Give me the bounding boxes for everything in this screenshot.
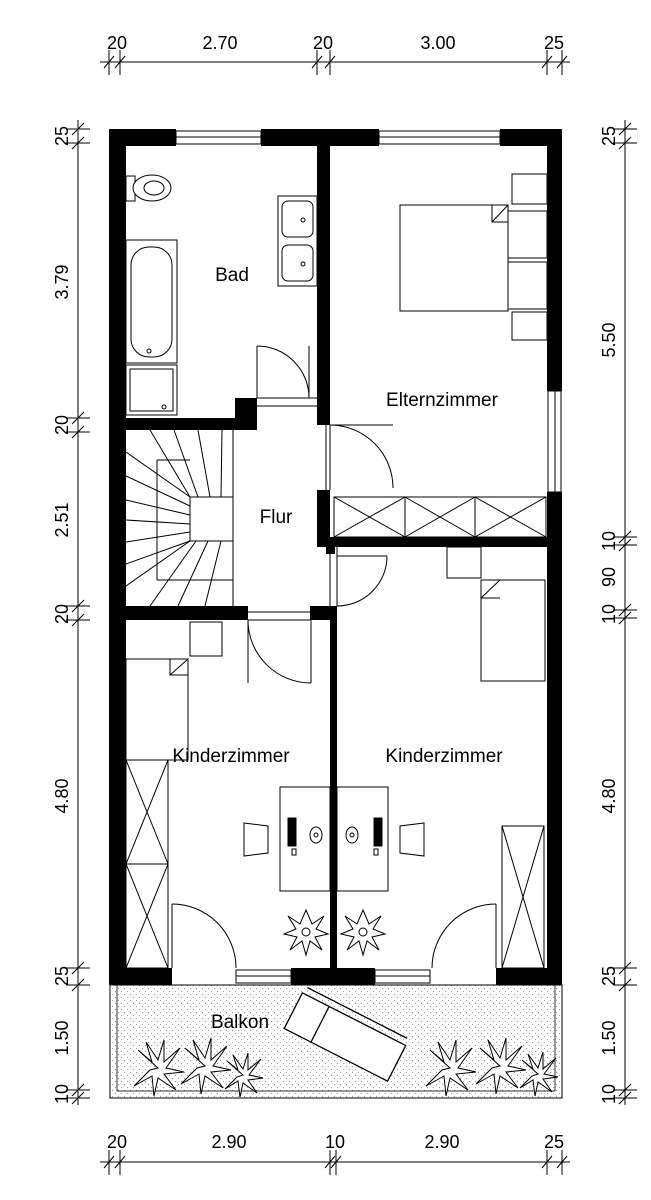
dim-top-1: 20 <box>107 33 127 53</box>
dim-left-1: 25 <box>52 126 72 146</box>
bathroom-fixtures <box>125 174 318 416</box>
deck-chair <box>283 986 408 1083</box>
kids-left-furniture <box>125 621 223 969</box>
dim-left-6: 4.80 <box>52 778 72 813</box>
dim-bottom-1: 20 <box>107 1132 127 1152</box>
room-label-elternzimmer: Elternzimmer <box>386 390 499 411</box>
dim-right-7: 25 <box>599 966 619 986</box>
dim-right-9: 10 <box>599 1084 619 1104</box>
dim-right-2: 5.50 <box>599 322 619 357</box>
balcony-plants-left <box>133 1037 264 1098</box>
indoor-plants <box>282 908 387 957</box>
room-label-flur: Flur <box>260 507 293 528</box>
dim-left-8: 1.50 <box>52 1020 72 1055</box>
walls <box>109 129 562 985</box>
dim-right-3: 10 <box>599 531 619 551</box>
dim-bottom-2: 2.90 <box>211 1132 246 1152</box>
desks <box>243 786 425 892</box>
dim-top-5: 25 <box>544 33 564 53</box>
wardrobe-parents <box>333 496 547 538</box>
dim-bottom-3: 10 <box>325 1132 345 1152</box>
dim-right-1: 25 <box>599 126 619 146</box>
room-label-kinderzimmer-left: Kinderzimmer <box>172 746 290 767</box>
staircase <box>125 429 234 607</box>
dim-right-6: 4.80 <box>599 778 619 813</box>
dim-left-2: 3.79 <box>52 264 72 299</box>
dim-bottom-4: 2.90 <box>424 1132 459 1152</box>
watermark: www.grundriss.com <box>109 867 124 981</box>
room-label-balkon: Balkon <box>211 1012 269 1033</box>
parents-bed <box>399 173 548 341</box>
dim-left-5: 20 <box>52 604 72 624</box>
dimensions-right: 25 5.50 10 90 10 4.80 25 1.50 10 <box>599 126 619 1104</box>
dim-right-4: 90 <box>599 567 619 587</box>
dimensions-left: 25 3.79 20 2.51 20 4.80 25 1.50 10 <box>52 126 72 1104</box>
balcony-plants-right <box>425 1037 559 1097</box>
dimension-lines <box>66 50 637 1175</box>
dim-left-3: 20 <box>52 415 72 435</box>
dimensions-top: 20 2.70 20 3.00 25 <box>107 33 564 53</box>
dim-left-9: 10 <box>52 1084 72 1104</box>
kids-right-furniture <box>446 546 546 969</box>
dim-left-7: 25 <box>52 966 72 986</box>
room-label-kinderzimmer-right: Kinderzimmer <box>385 746 503 767</box>
dim-left-4: 2.51 <box>52 502 72 537</box>
dim-top-2: 2.70 <box>202 33 237 53</box>
dimensions-bottom: 20 2.90 10 2.90 25 <box>107 1132 564 1152</box>
dim-bottom-5: 25 <box>544 1132 564 1152</box>
dim-right-8: 1.50 <box>599 1020 619 1055</box>
dim-top-3: 20 <box>313 33 333 53</box>
windows <box>175 130 562 984</box>
doors <box>171 345 497 969</box>
room-label-bad: Bad <box>215 265 249 286</box>
dim-top-4: 3.00 <box>420 33 455 53</box>
dim-right-5: 10 <box>599 604 619 624</box>
